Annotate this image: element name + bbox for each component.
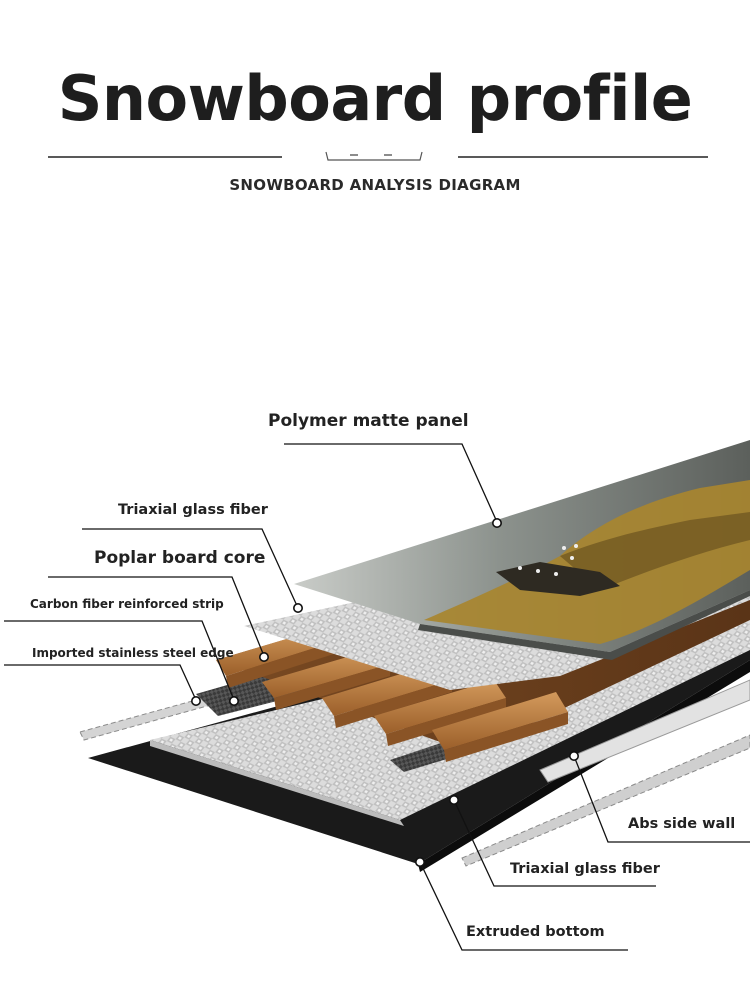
marker-poplar-core <box>258 651 269 662</box>
marker-abs-side-wall <box>568 750 579 761</box>
abs-side-wall-layer <box>539 679 750 783</box>
marker-polymer-panel <box>491 517 502 528</box>
label-triaxial-bottom: Triaxial glass fiber <box>510 861 660 877</box>
label-abs-side-wall: Abs side wall <box>628 816 736 832</box>
marker-extruded-bottom <box>414 856 425 867</box>
marker-triaxial-bottom <box>448 794 459 805</box>
page-title: Snowboard profile <box>57 62 693 135</box>
label-carbon-strip: Carbon fiber reinforced strip <box>30 597 224 611</box>
page-subtitle: SNOWBOARD ANALYSIS DIAGRAM <box>229 176 521 194</box>
steel-edge-strip-right <box>461 734 750 867</box>
header-divider <box>48 151 708 161</box>
label-extruded-bottom: Extruded bottom <box>466 924 605 940</box>
label-polymer-panel: Polymer matte panel <box>268 411 469 431</box>
marker-carbon-strip <box>229 695 240 706</box>
marker-steel-edge <box>191 695 202 706</box>
layer-markers <box>191 517 579 867</box>
label-triaxial-top: Triaxial glass fiber <box>118 502 268 518</box>
topsheet-graphic <box>424 480 750 644</box>
label-poplar-core: Poplar board core <box>94 548 266 568</box>
poplar-planks <box>216 626 568 762</box>
label-steel-edge: Imported stainless steel edge <box>32 646 234 660</box>
marker-triaxial-top <box>292 602 303 613</box>
leader-lines <box>4 443 750 951</box>
